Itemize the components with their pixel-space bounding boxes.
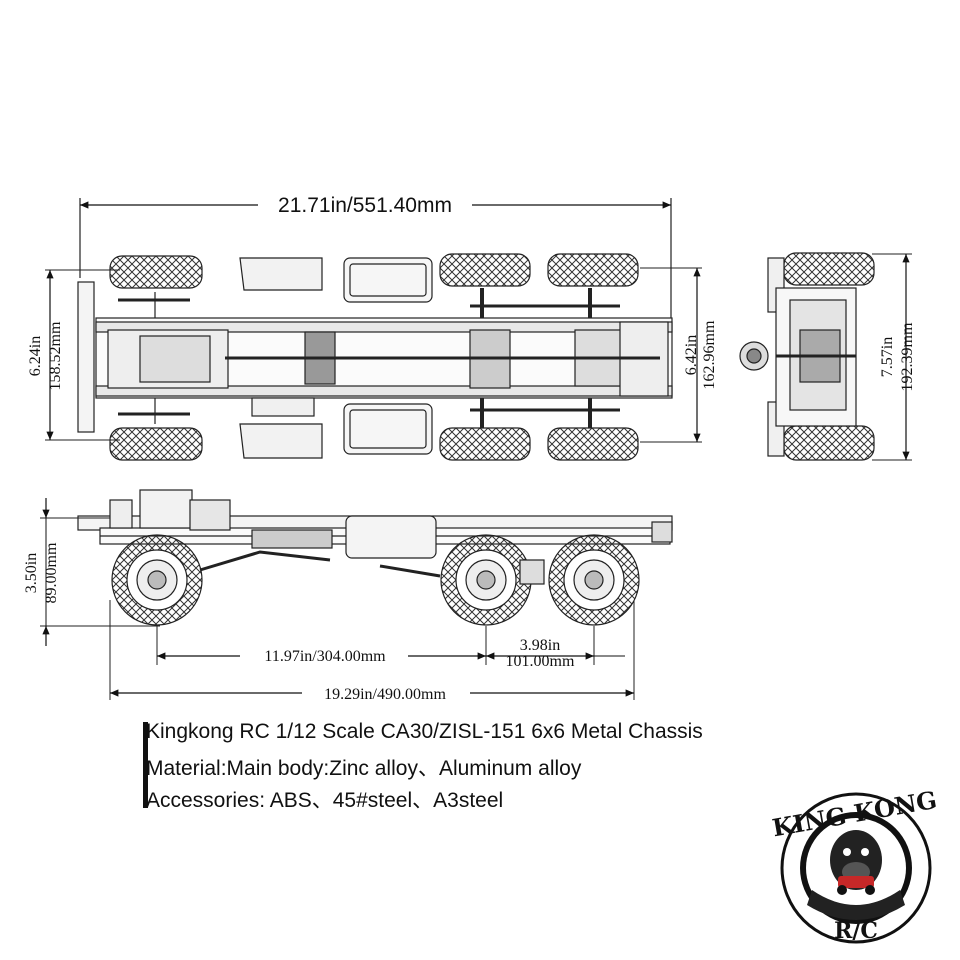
end-view (739, 252, 875, 461)
spec-accent-bar (143, 722, 148, 808)
side-height-mm-label: 89.00mm (43, 542, 60, 603)
rear-width-mm-label: 162.96mm (701, 320, 718, 389)
end-width-mm-label: 192.39mm (899, 322, 916, 391)
side-height-in-label: 3.50in (23, 553, 40, 593)
top-length-label: 21.71in/551.40mm (278, 194, 452, 217)
front-width-in-label: 6.24in (27, 336, 44, 376)
axle-spacing-in-label: 3.98in (520, 637, 560, 654)
top-view (77, 198, 673, 461)
end-width-in-label: 7.57in (879, 337, 896, 377)
kingkong-logo (780, 792, 932, 944)
front-width-mm-label: 158.52mm (47, 321, 64, 390)
axle-spacing-mm-label: 101.00mm (506, 653, 575, 670)
spec-title: Kingkong RC 1/12 Scale CA30/ZISL-151 6x6… (146, 720, 703, 743)
spec-accessories: Accessories: ABS、45#steel、A3steel (146, 789, 504, 812)
spec-material: Material:Main body:Zinc alloy、Aluminum a… (146, 757, 582, 780)
wheelbase-label: 11.97in/304.00mm (264, 648, 386, 665)
logo-bottom-text: R/C (834, 918, 878, 944)
side-view (77, 489, 673, 626)
total-length-label: 19.29in/490.00mm (324, 686, 446, 703)
rear-width-in-label: 6.42in (683, 335, 700, 375)
